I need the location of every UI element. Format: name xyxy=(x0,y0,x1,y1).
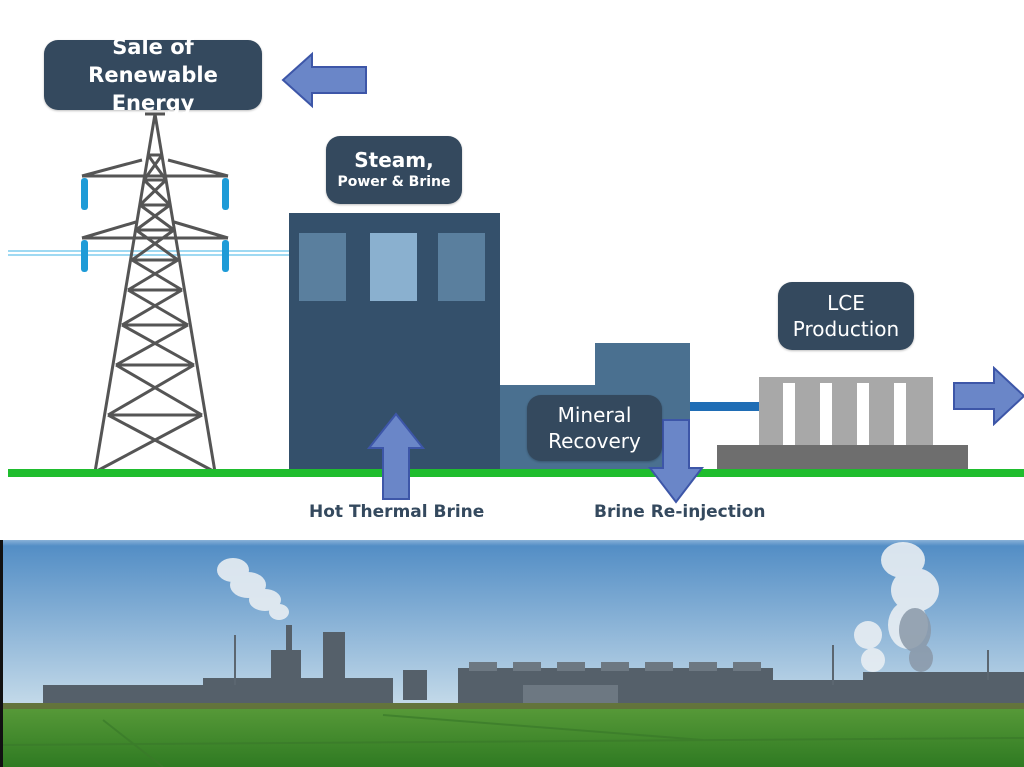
steam-label-line2: Power & Brine xyxy=(337,174,451,190)
power-lines xyxy=(8,250,290,256)
lce-label-text: LCE Production xyxy=(792,291,900,341)
mineral-recovery-label: Mineral Recovery xyxy=(527,395,662,461)
transmission-tower-icon xyxy=(81,112,229,474)
process-diagram: Sale of Renewable Energy Steam, Power & … xyxy=(8,35,1024,522)
photo-top-fade xyxy=(3,528,1024,546)
plant-window-1 xyxy=(299,233,346,301)
steam-label-line1: Steam, xyxy=(354,148,434,172)
plant-window-2 xyxy=(370,233,417,301)
hot-thermal-brine-caption: Hot Thermal Brine xyxy=(309,502,485,522)
mineral-label-text: Mineral Recovery xyxy=(548,403,641,453)
plant-window-3 xyxy=(438,233,485,301)
lce-unit-slot-2 xyxy=(820,383,832,455)
brine-reinjection-down-arrow-icon xyxy=(648,419,704,504)
lce-unit-slot-3 xyxy=(857,383,869,455)
lce-unit-base xyxy=(717,445,968,470)
lce-unit-slot-4 xyxy=(894,383,906,455)
energy-export-arrow-icon xyxy=(281,51,367,109)
lce-production-label: LCE Production xyxy=(778,282,914,350)
lce-unit-slot-1 xyxy=(783,383,795,455)
brine-reinjection-caption: Brine Re-injection xyxy=(594,502,766,522)
geothermal-plant-photo xyxy=(3,540,1024,767)
sale-of-renewable-energy-label: Sale of Renewable Energy xyxy=(44,35,262,115)
ground-line xyxy=(8,469,1024,477)
pipe-connection xyxy=(690,402,762,411)
hot-brine-up-arrow-icon xyxy=(366,412,426,500)
steam-power-brine-label: Steam, Power & Brine xyxy=(326,136,462,204)
lce-output-arrow-icon xyxy=(953,366,1024,426)
sale-label-text: Sale of Renewable Energy xyxy=(88,35,218,115)
